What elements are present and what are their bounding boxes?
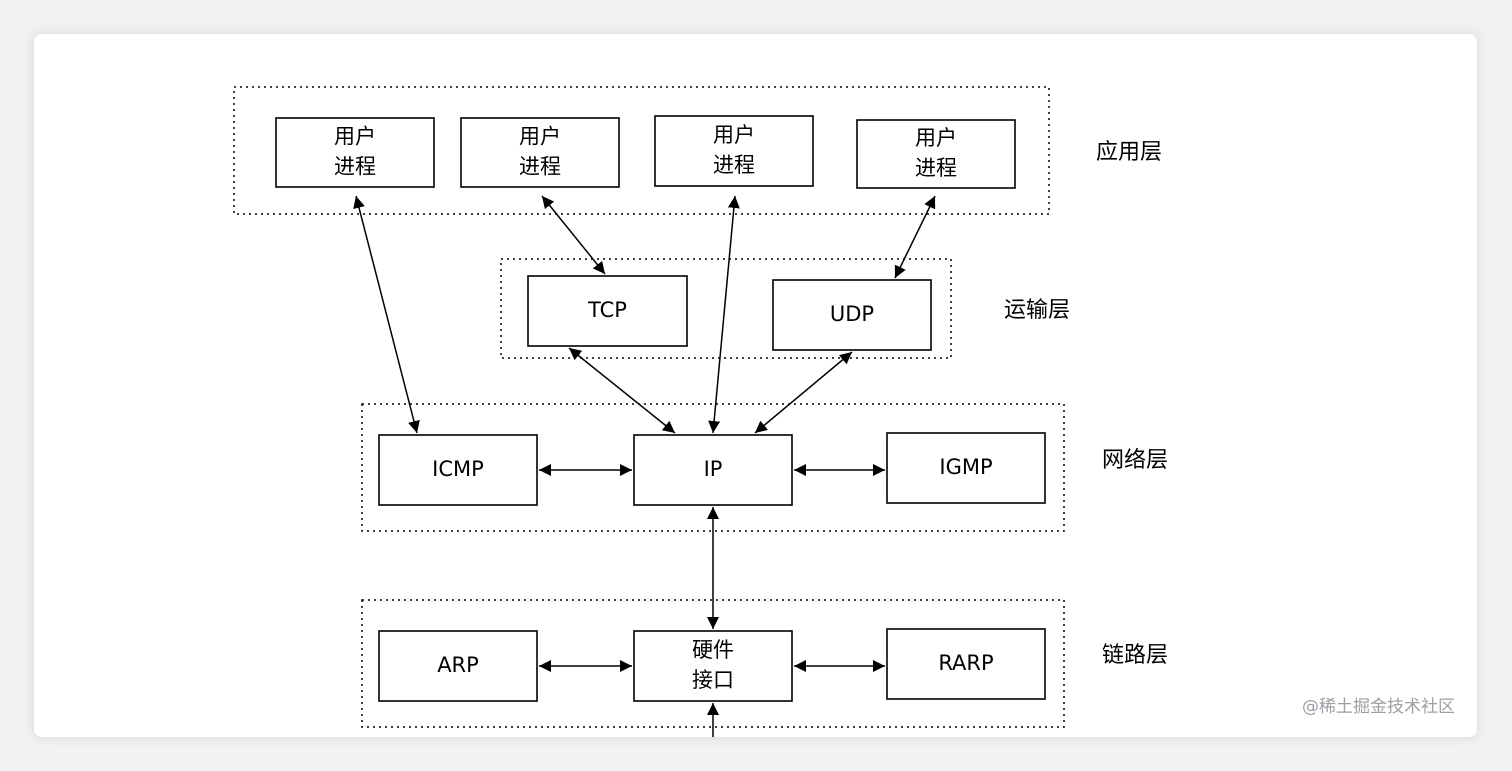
node-box-hw xyxy=(633,630,793,702)
node-label-up4: 用户 xyxy=(915,126,957,150)
node-label-arp: ARP xyxy=(437,653,479,677)
node-box-arp xyxy=(378,630,538,702)
node-label-up2: 进程 xyxy=(519,155,561,179)
edge-up2-tcp xyxy=(541,195,606,275)
node-box-icmp xyxy=(378,434,538,506)
node-box-ip xyxy=(633,434,793,506)
node-udp: UDP xyxy=(772,279,932,351)
node-label-udp: UDP xyxy=(830,302,874,326)
edge-up4-udp xyxy=(894,195,936,279)
node-label-up1: 用户 xyxy=(334,125,376,149)
node-ip: IP xyxy=(633,434,793,506)
edges xyxy=(353,195,936,737)
node-box-igmp xyxy=(886,432,1046,504)
node-box-rarp xyxy=(886,628,1046,700)
watermark: @稀土掘金技术社区 xyxy=(1302,697,1455,717)
node-box-up2 xyxy=(460,117,620,188)
node-box-up1 xyxy=(275,117,435,188)
node-label-up3: 进程 xyxy=(713,153,755,177)
node-box-up3 xyxy=(654,115,814,187)
edge-up3-ip xyxy=(708,195,740,434)
layer-label-app: 应用层 xyxy=(1096,140,1162,165)
node-arp: ARP xyxy=(378,630,538,702)
node-label-up2: 用户 xyxy=(519,125,561,149)
node-icmp: ICMP xyxy=(378,434,538,506)
node-label-hw: 硬件 xyxy=(692,638,734,662)
node-rarp: RARP xyxy=(886,628,1046,700)
edge-tcp-ip xyxy=(568,347,676,434)
node-tcp: TCP xyxy=(527,275,688,347)
layer-label-network: 网络层 xyxy=(1102,448,1168,473)
node-label-tcp: TCP xyxy=(587,298,627,322)
node-label-rarp: RARP xyxy=(938,651,993,675)
node-label-igmp: IGMP xyxy=(939,455,992,479)
edge-up1-icmp xyxy=(353,195,420,434)
node-igmp: IGMP xyxy=(886,432,1046,504)
node-box-up4 xyxy=(856,119,1016,189)
node-label-up1: 进程 xyxy=(334,155,376,179)
node-label-hw: 接口 xyxy=(692,668,734,692)
layer-label-transport: 运输层 xyxy=(1004,298,1070,323)
node-label-ip: IP xyxy=(704,457,723,481)
node-box-tcp xyxy=(527,275,688,347)
node-label-icmp: ICMP xyxy=(432,457,484,481)
node-label-up3: 用户 xyxy=(713,123,755,147)
layer-label-link: 链路层 xyxy=(1102,643,1168,668)
node-label-up4: 进程 xyxy=(915,156,957,180)
edge-udp-ip xyxy=(754,351,853,434)
node-box-udp xyxy=(772,279,932,351)
